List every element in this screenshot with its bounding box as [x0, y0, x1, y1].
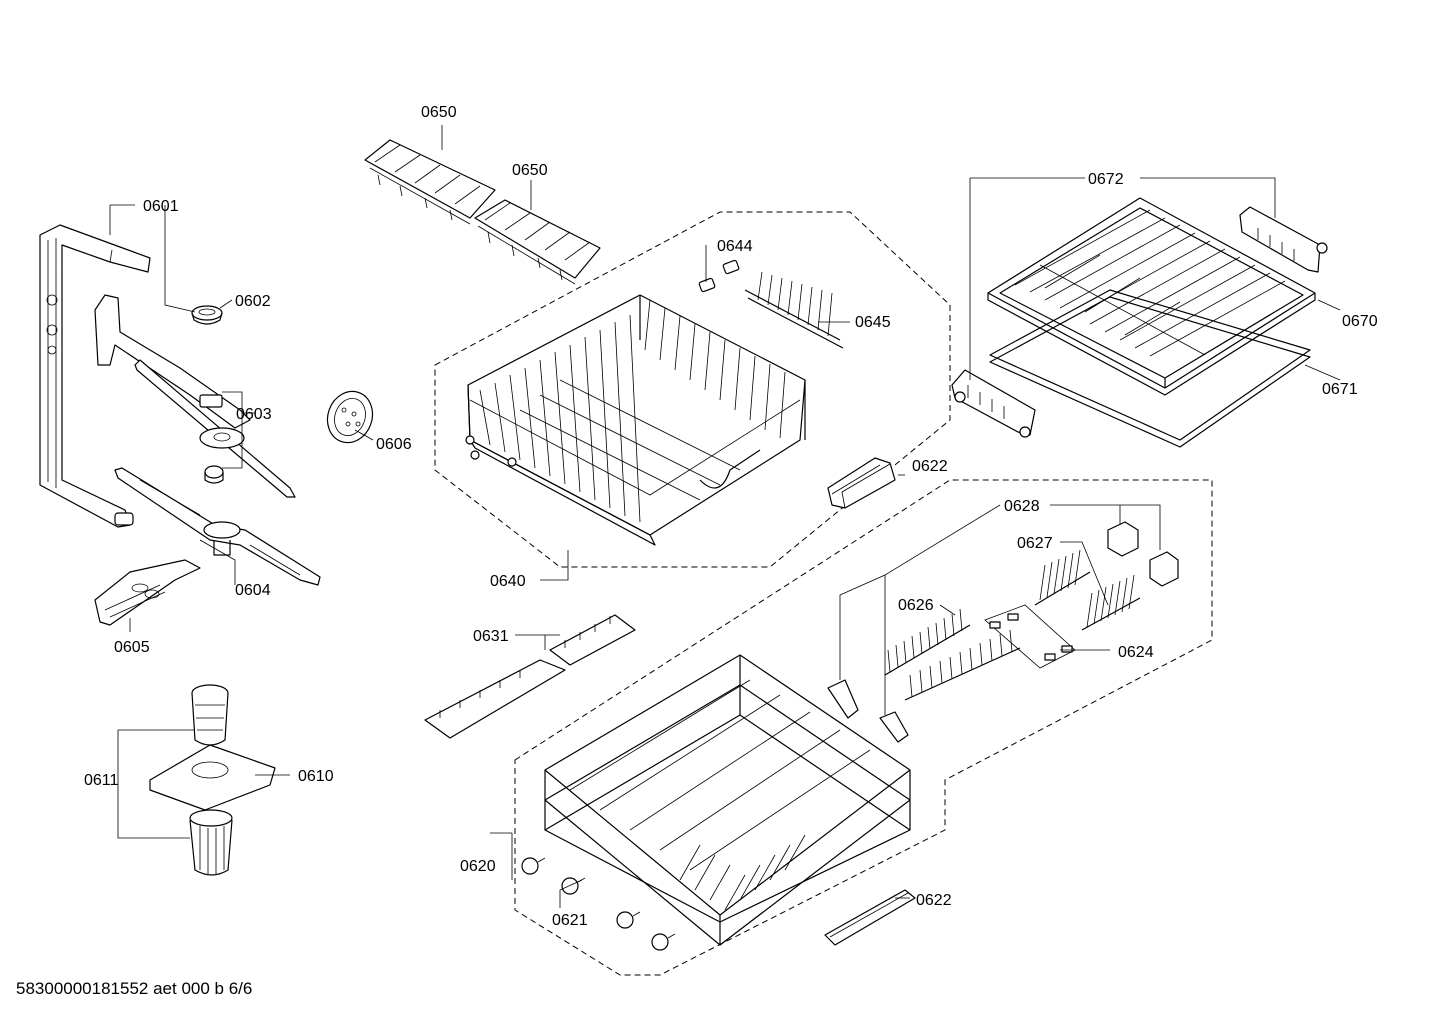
upper-basket-0640 — [465, 294, 806, 546]
label-0610: 0610 — [298, 768, 334, 785]
label-0603: 0603 — [236, 406, 272, 423]
filter-cover-0605 — [94, 559, 201, 626]
label-0622-lower: 0622 — [916, 892, 952, 909]
tray-rack-frame-0671 — [989, 289, 1311, 448]
label-0601: 0601 — [143, 198, 179, 215]
cutlery-tray-0670 — [987, 197, 1316, 396]
label-0626: 0626 — [898, 597, 934, 614]
tray-side-rail-0672-left — [951, 369, 1036, 438]
upper-spray-arm-0603 — [94, 294, 296, 498]
label-0631: 0631 — [473, 628, 509, 645]
rail-clips-0624 — [984, 604, 1076, 669]
label-0672: 0672 — [1088, 171, 1124, 188]
folding-tines-0627 — [1034, 549, 1141, 631]
label-0640: 0640 — [490, 573, 526, 590]
label-0622-upper: 0622 — [912, 458, 948, 475]
part-number-labels: 0601 0602 0603 0604 0605 0606 0610 0611 … — [84, 104, 1378, 929]
label-0645: 0645 — [855, 314, 891, 331]
document-id: 58300000181552 aet 000 b 6/6 — [16, 979, 253, 998]
lower-basket-group-outline — [514, 479, 1213, 976]
spray-arm-bearing-0602 — [191, 305, 223, 325]
label-0602: 0602 — [235, 293, 271, 310]
leader-lines — [109, 125, 1341, 908]
label-0621: 0621 — [552, 912, 588, 929]
folding-tines-0626 — [884, 608, 1021, 701]
label-0605: 0605 — [114, 639, 150, 656]
label-0628: 0628 — [1004, 498, 1040, 515]
shelf-0631-right — [549, 614, 636, 666]
upper-basket-group-outline — [434, 211, 951, 568]
shelf-0631-left — [424, 659, 566, 739]
label-0627: 0627 — [1017, 535, 1053, 552]
cup-shelf-0650-lower — [474, 199, 601, 285]
basket-handle-0622-upper — [827, 457, 896, 509]
sump-filter-assembly-0610-0611 — [149, 684, 276, 876]
label-0644: 0644 — [717, 238, 753, 255]
cup-shelf-0650-upper — [364, 139, 496, 225]
basket-wheels-0621 — [521, 857, 676, 951]
label-0624: 0624 — [1118, 644, 1154, 661]
label-0611: 0611 — [84, 772, 119, 789]
dome-cap-0606 — [326, 390, 374, 444]
label-0620: 0620 — [460, 858, 496, 875]
label-0671: 0671 — [1322, 381, 1358, 398]
tray-side-rail-0672-right — [1239, 206, 1328, 273]
lower-spray-arm-0604 — [114, 467, 321, 586]
label-0606: 0606 — [376, 436, 412, 453]
tine-clips-0628 — [1107, 521, 1179, 587]
label-0650-second: 0650 — [512, 162, 548, 179]
label-0670: 0670 — [1342, 313, 1378, 330]
label-0604: 0604 — [235, 582, 271, 599]
spray-arm-supply-pipe-0601 — [39, 224, 151, 528]
basket-handle-0622-lower — [824, 889, 916, 946]
clips-0644 — [698, 259, 740, 293]
label-0650-top: 0650 — [421, 104, 457, 121]
lower-basket-0620 — [544, 654, 911, 946]
folding-tines-0645 — [744, 271, 844, 349]
